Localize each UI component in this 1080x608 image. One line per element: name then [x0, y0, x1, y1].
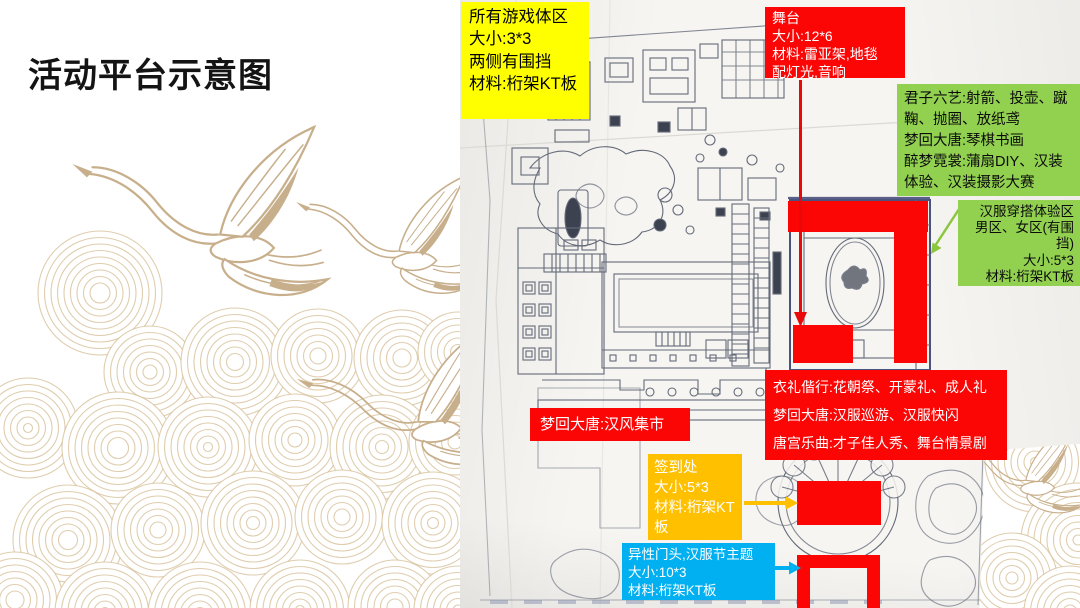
callout-game-zone: 所有游戏体区 大小:3*3 两侧有围挡 材料:桁架KT板: [461, 2, 589, 119]
callout-gate: 异性门头,汉服节主题 大小:10*3 材料:桁架KT板: [622, 543, 775, 600]
callout-ceremonies: 衣礼偕行:花朝祭、开蒙礼、成人礼 梦回大唐:汉服巡游、汉服快闪 唐宫乐曲:才子佳…: [765, 370, 1007, 460]
page-title: 活动平台示意图: [28, 57, 273, 95]
callout-hanfu-fitting: 汉服穿搭体验区 男区、女区(有围挡) 大小:5*3 材料:桁架KT板: [958, 200, 1080, 286]
fitting-zone-overlay: [894, 201, 927, 363]
signin-arrow: [744, 496, 798, 510]
callout-activities: 君子六艺:射箭、投壶、蹴鞠、抛圈、放纸鸢 梦回大唐:琴棋书画 醉梦霓裳:蒲扇DI…: [897, 84, 1080, 196]
gate-arrow: [772, 561, 801, 575]
callout-signin: 签到处 大小:5*3 材料:桁架KT板: [648, 454, 742, 540]
callout-market: 梦回大唐:汉风集市: [530, 408, 690, 441]
stage-arrow: [794, 80, 807, 327]
gate-zone-overlay: [797, 555, 880, 608]
stage-front-zone-overlay: [793, 325, 853, 363]
callout-stage: 舞台 大小:12*6 材料:雷亚架,地毯 配灯光,音响: [765, 7, 905, 80]
signin-zone-overlay: [797, 481, 881, 525]
